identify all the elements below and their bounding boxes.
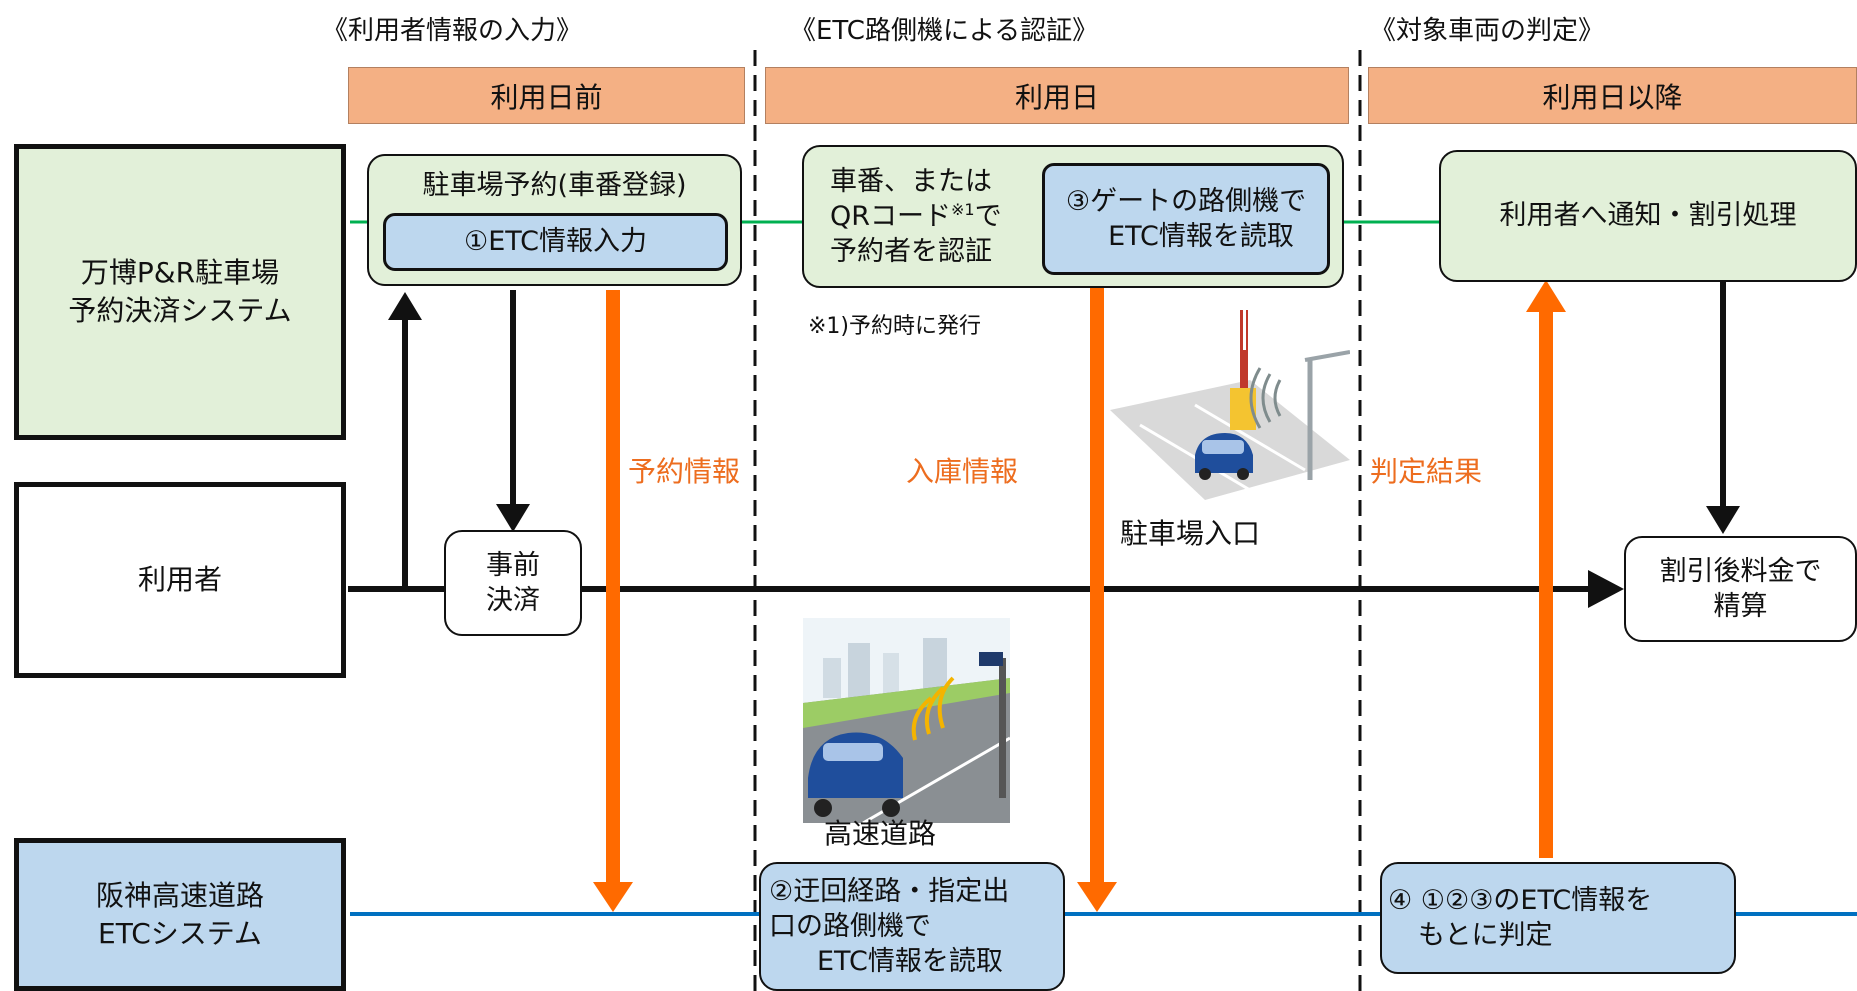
arrow-down-to-settle bbox=[1706, 506, 1740, 534]
arrow-down-to-prepay bbox=[496, 504, 530, 532]
actor-parking-system: 万博P&R駐車場予約決済システム bbox=[14, 144, 346, 440]
caption-expressway: 高速道路 bbox=[824, 817, 937, 850]
prepay-box: 事前決済 bbox=[444, 530, 582, 636]
arrow-entry-info bbox=[1077, 882, 1117, 912]
caption-parking-entrance: 駐車場入口 bbox=[1120, 517, 1261, 550]
label-reservation-info: 予約情報 bbox=[628, 455, 741, 488]
notify-box: 利用者へ通知・割引処理 bbox=[1439, 150, 1857, 282]
phase-title-auth: 《ETC路側機による認証》 bbox=[790, 16, 1099, 46]
arrow-up-to-reservation bbox=[388, 292, 422, 320]
parking-gate-illustration bbox=[1110, 310, 1350, 500]
expressway-illustration bbox=[803, 618, 1010, 823]
user-timeline-arrowhead bbox=[1588, 570, 1624, 608]
label-entry-info: 入庫情報 bbox=[906, 455, 1019, 488]
settle-box: 割引後料金で精算 bbox=[1624, 536, 1857, 642]
phase-header-before: 利用日前 bbox=[348, 67, 745, 124]
arrow-reservation-info bbox=[593, 882, 633, 912]
arrow-judge-result bbox=[1526, 280, 1566, 312]
phase-title-judge: 《対象車両の判定》 bbox=[1370, 16, 1605, 46]
phase-header-after: 利用日以降 bbox=[1368, 67, 1857, 124]
phase-title-input: 《利用者情報の入力》 bbox=[322, 16, 583, 46]
footnote: ※1)予約時に発行 bbox=[808, 314, 982, 339]
phase-header-day: 利用日 bbox=[765, 67, 1349, 124]
actor-user: 利用者 bbox=[14, 482, 346, 678]
judge-box: ④ ①②③のETC情報をもとに判定 bbox=[1380, 862, 1736, 974]
etc-input-box: ①ETC情報入力 bbox=[383, 213, 728, 271]
label-judge-result: 判定結果 bbox=[1370, 455, 1483, 488]
